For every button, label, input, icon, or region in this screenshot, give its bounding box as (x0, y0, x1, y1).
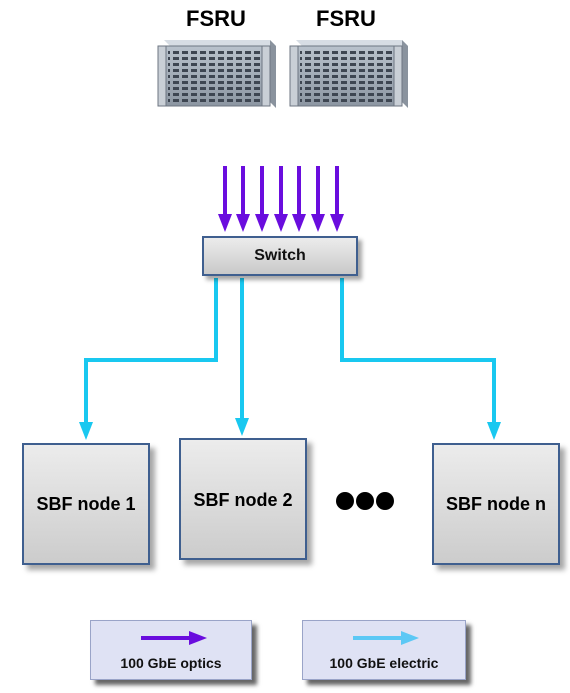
fsru-2-rack-image (289, 40, 408, 108)
link-to-node-1 (84, 278, 218, 424)
electric-arrowheads (79, 418, 501, 440)
fsru-2-title: FSRU (316, 6, 376, 31)
sbf-node-2: SBF node 2 (179, 438, 307, 560)
more-nodes-ellipsis (336, 492, 396, 514)
electric-arrow-icon (353, 631, 419, 645)
switch-label: Switch (254, 247, 306, 264)
sbf-node-n: SBF node n (432, 443, 560, 565)
sbf-node-2-label: SBF node 2 (193, 490, 293, 510)
fsru-1-title: FSRU (186, 6, 246, 31)
switch-box: Switch (202, 236, 358, 276)
sbf-node-1-label: SBF node 1 (36, 493, 136, 514)
legend-electric: 100 GbE electric (302, 620, 466, 680)
optics-arrows (218, 166, 344, 232)
optics-arrow-icon (141, 631, 207, 645)
legend-electric-label: 100 GbE electric (329, 655, 439, 671)
electric-links (84, 278, 496, 424)
link-to-node-n (340, 278, 496, 424)
sbf-node-1: SBF node 1 (22, 443, 150, 565)
fsru-1-rack-image (157, 40, 276, 108)
legend-optics: 100 GbE optics (90, 620, 252, 680)
legend-optics-label: 100 GbE optics (120, 655, 222, 671)
sbf-node-n-label: SBF node n (446, 493, 546, 514)
